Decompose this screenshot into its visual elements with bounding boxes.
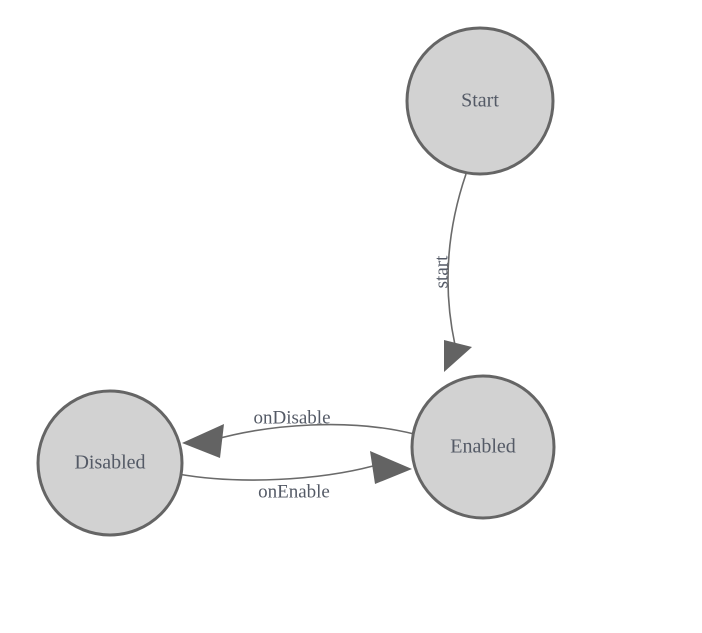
edge-label-onenable: onEnable bbox=[258, 481, 330, 502]
edge-label-ondisable: onDisable bbox=[253, 407, 330, 428]
state-node-disabled-label: Disabled bbox=[74, 452, 145, 474]
edge-label-start: start bbox=[431, 255, 452, 288]
edge-enabled-to-disabled-arrowhead bbox=[182, 424, 224, 458]
edge-start-to-enabled-arrowhead bbox=[444, 340, 472, 372]
edge-disabled-to-enabled-arrowhead bbox=[370, 451, 412, 484]
edge-enabled-to-disabled-path bbox=[212, 423, 415, 441]
state-node-start-label: Start bbox=[461, 90, 499, 112]
state-node-start[interactable]: Start bbox=[405, 26, 555, 176]
state-node-enabled-circle bbox=[410, 374, 556, 520]
state-node-disabled-circle bbox=[36, 389, 184, 537]
edge-enabled-to-disabled[interactable]: onDisable bbox=[182, 407, 415, 458]
edge-start-to-enabled[interactable]: start bbox=[431, 173, 472, 372]
edge-start-to-enabled-path bbox=[447, 173, 467, 346]
state-node-disabled[interactable]: Disabled bbox=[36, 389, 184, 537]
edge-disabled-to-enabled-path bbox=[177, 465, 374, 481]
state-node-enabled-label: Enabled bbox=[450, 436, 516, 458]
state-node-enabled[interactable]: Enabled bbox=[410, 374, 556, 520]
state-node-start-circle bbox=[405, 26, 555, 176]
edge-disabled-to-enabled[interactable]: onEnable bbox=[177, 451, 412, 502]
